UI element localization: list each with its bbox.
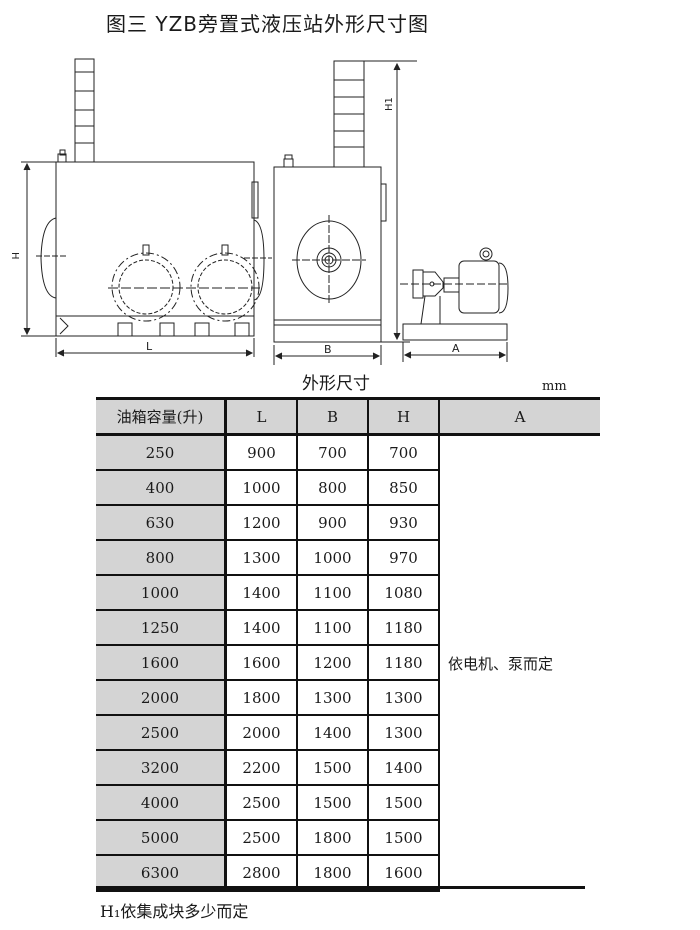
l-cell: 1800 (225, 679, 298, 716)
h-cell: 1180 (368, 609, 440, 646)
l-cell: 1400 (225, 609, 298, 646)
capacity-cell: 1600 (96, 644, 227, 681)
header-h: H (368, 397, 440, 436)
capacity-cell: 800 (96, 539, 227, 576)
l-cell: 2200 (225, 749, 298, 786)
capacity-cell: 2000 (96, 679, 227, 716)
b-cell: 1100 (297, 574, 369, 611)
front-tank (55, 161, 255, 337)
capacity-cell: 2500 (96, 714, 227, 751)
header-capacity: 油箱容量(升) (96, 397, 227, 436)
l-cell: 1000 (225, 469, 298, 506)
capacity-cell: 1250 (96, 609, 227, 646)
b-cell: 1000 (297, 539, 369, 576)
capacity-cell: 630 (96, 504, 227, 541)
dim-h1-label: H1 (384, 97, 395, 111)
b-cell: 1100 (297, 609, 369, 646)
a-cell: 依电机、泵而定 (448, 654, 554, 673)
dim-b-label: B (324, 343, 332, 356)
h-cell: 1500 (368, 784, 440, 821)
header-b: B (297, 397, 369, 436)
capacity-cell: 3200 (96, 749, 227, 786)
l-cell: 1600 (225, 644, 298, 681)
l-cell: 900 (225, 433, 298, 471)
capacity-cell: 6300 (96, 854, 227, 892)
capacity-cell: 250 (96, 433, 227, 471)
unit-label: mm (542, 379, 567, 394)
h-cell: 1500 (368, 819, 440, 856)
side-view (273, 60, 417, 365)
h-cell: 1400 (368, 749, 440, 786)
l-cell: 2000 (225, 714, 298, 751)
side-tank (273, 166, 382, 343)
table-bottom-rule (96, 886, 585, 889)
dim-h-label: H (9, 252, 20, 260)
footnote: H₁依集成块多少而定 (100, 902, 249, 921)
dim-a-label: A (452, 342, 460, 355)
table-caption: 外形尺寸 (302, 374, 370, 394)
capacity-cell: 1000 (96, 574, 227, 611)
pump-base (402, 323, 508, 341)
l-cell: 2500 (225, 819, 298, 856)
b-cell: 900 (297, 504, 369, 541)
capacity-cell: 4000 (96, 784, 227, 821)
front-view (21, 58, 272, 357)
l-cell: 1200 (225, 504, 298, 541)
h-cell: 1080 (368, 574, 440, 611)
capacity-cell: 5000 (96, 819, 227, 856)
l-cell: 1300 (225, 539, 298, 576)
h-cell: 850 (368, 469, 440, 506)
header-l: L (225, 397, 298, 436)
h-cell: 1600 (368, 854, 440, 892)
b-cell: 1400 (297, 714, 369, 751)
b-cell: 1800 (297, 819, 369, 856)
table-header-row: 油箱容量(升) L B H A (96, 397, 600, 436)
dim-l-label: L (146, 340, 153, 353)
dimension-drawing: H L H1 B (9, 58, 510, 365)
l-cell: 1400 (225, 574, 298, 611)
b-cell: 1800 (297, 854, 369, 892)
b-cell: 800 (297, 469, 369, 506)
figure-title: 图三 YZB旁置式液压站外形尺寸图 (106, 12, 429, 36)
capacity-cell: 400 (96, 469, 227, 506)
l-cell: 2800 (225, 854, 298, 892)
b-cell: 1200 (297, 644, 369, 681)
pump-motor-view (400, 247, 510, 362)
b-cell: 1500 (297, 749, 369, 786)
b-cell: 1300 (297, 679, 369, 716)
h-cell: 970 (368, 539, 440, 576)
header-a: A (439, 397, 600, 436)
h-cell: 1300 (368, 714, 440, 751)
h-cell: 1180 (368, 644, 440, 681)
b-cell: 700 (297, 433, 369, 471)
h-cell: 930 (368, 504, 440, 541)
l-cell: 2500 (225, 784, 298, 821)
h-cell: 1300 (368, 679, 440, 716)
h-cell: 700 (368, 433, 440, 471)
b-cell: 1500 (297, 784, 369, 821)
